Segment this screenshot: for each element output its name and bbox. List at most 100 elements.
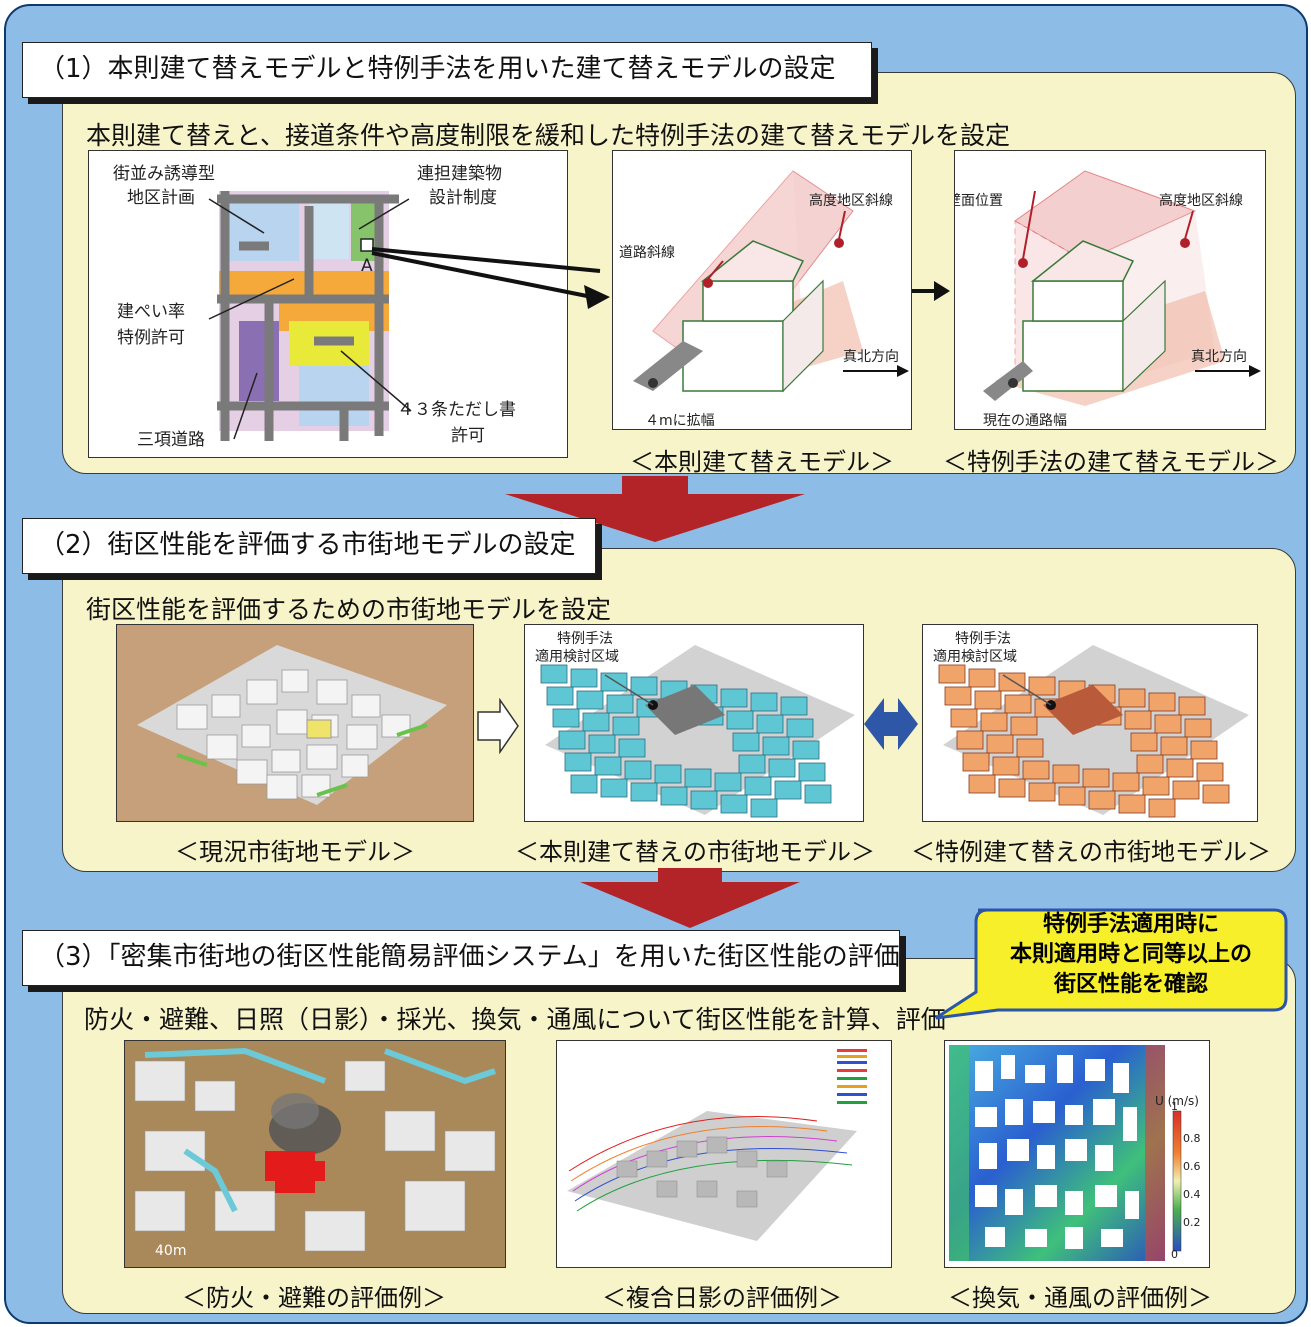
building-block: [1112, 772, 1140, 792]
section-transition-arrow-2: [580, 868, 800, 928]
fire-evaluation-svg: [134, 1047, 496, 1252]
building-block: [1022, 760, 1050, 780]
building-block: [1016, 738, 1044, 758]
building-block: [564, 752, 592, 772]
section3-subtitle: 防火・避難、日照（日影）・採光、換気・通風について街区性能を計算、評価: [84, 1005, 946, 1034]
label-tadashi-1: ４３条ただし書: [397, 400, 516, 420]
section3-header: （3）「密集市街地の街区性能簡易評価システム」を用いた街区性能の評価: [22, 930, 900, 986]
caption-wind: ＜換気・通風の評価例＞: [948, 1284, 1212, 1312]
building-block: [744, 776, 772, 796]
building-block: [968, 668, 996, 688]
building-block: [1028, 782, 1056, 802]
honsoku-city-model-image: 特例手法 適用検討区域: [524, 624, 864, 822]
colorbar-tick-06: 0.6: [1183, 1160, 1201, 1173]
building-block: [1082, 768, 1110, 788]
callout-bubble-svg: [935, 908, 1288, 1020]
building-block: [756, 714, 784, 734]
building-block: [570, 774, 598, 794]
callout-line-2: 本則適用時と同等以上の: [1009, 942, 1252, 967]
building-block: [944, 686, 972, 706]
colorbar-tick-08: 0.8: [1183, 1132, 1201, 1145]
building-block: [792, 740, 820, 760]
building-block: [986, 734, 1014, 754]
caption-tokurei-city: ＜特例建て替えの市街地モデル＞: [911, 838, 1271, 866]
building-block: [576, 690, 604, 710]
model-transition-arrow: [912, 281, 950, 301]
tokurei-model-drawing: 壁面位置 高度地区斜線 真北方向 現在の通路幅: [954, 150, 1266, 430]
callout-line-3: 街区性能を確認: [1053, 972, 1208, 997]
building-block: [962, 752, 990, 772]
building-block: [786, 718, 814, 738]
section1-header: （1）本則建て替えモデルと特例手法を用いた建て替えモデルの設定: [22, 42, 872, 98]
label-point-a: A: [361, 256, 373, 276]
caption-honsoku-city: ＜本則建て替えの市街地モデル＞: [515, 838, 875, 866]
building-block: [750, 798, 778, 818]
building-block: [684, 768, 712, 788]
section2-subtitle: 街区性能を評価するための市街地モデルを設定: [86, 595, 612, 624]
fire-evaluation-image: 40m: [124, 1040, 506, 1268]
building-block: [690, 790, 718, 810]
building-block: [630, 782, 658, 802]
tokurei-city-model-image: 特例手法 適用検討区域: [922, 624, 1258, 822]
building-block: [1118, 688, 1146, 708]
honsoku-model-drawing: 道路斜線 高度地区斜線 真北方向 ４mに拡幅: [612, 150, 912, 430]
building-block: [938, 664, 966, 684]
building-block: [1190, 740, 1218, 760]
building-block: [726, 710, 754, 730]
colorbar-title: U (m/s): [1155, 1094, 1199, 1108]
label-height-slope-2: 高度地区斜線: [1159, 193, 1243, 209]
site-plan-drawing: [208, 191, 412, 441]
building-block: [974, 690, 1002, 710]
caption-honsoku-model: ＜本則建て替えモデル＞: [630, 448, 894, 476]
label-kenpei-1: 建ぺい率: [117, 302, 185, 322]
label-rentan-2: 設計制度: [429, 188, 497, 208]
building-block: [546, 686, 574, 706]
building-block: [998, 672, 1026, 692]
building-block: [1142, 776, 1170, 796]
current-city-model-image: [116, 624, 474, 822]
building-block: [1004, 694, 1032, 714]
label-sankou: 三項道路: [137, 430, 205, 450]
callout-line-1: 特例手法適用時に: [1042, 912, 1219, 937]
label-machinami-1: 街並み誘導型: [113, 164, 215, 184]
building-block: [624, 760, 652, 780]
colorbar-tick-04: 0.4: [1183, 1188, 1201, 1201]
current-city-svg: [137, 645, 447, 805]
building-block: [1202, 784, 1230, 804]
building-block: [618, 738, 646, 758]
fire-scale-label: 40m: [155, 1243, 187, 1259]
building-block: [612, 716, 640, 736]
building-block: [1028, 676, 1056, 696]
building-block: [1178, 696, 1206, 716]
building-block: [600, 672, 628, 692]
label-tadashi-2: 許可: [451, 426, 485, 446]
building-block: [714, 772, 742, 792]
shadow-evaluation-image: [556, 1040, 892, 1268]
label-road-slope: 道路斜線: [619, 245, 675, 261]
honsoku-model-svg: [633, 170, 909, 393]
building-block: [630, 676, 658, 696]
building-block: [762, 736, 790, 756]
building-block: [1058, 786, 1086, 806]
section-transition-arrow-1: [505, 476, 805, 542]
label-widen: ４mに拡幅: [645, 413, 715, 429]
honsoku-area-label-2: 適用検討区域: [535, 649, 619, 665]
building-block: [1148, 798, 1176, 818]
label-north-1: 真北方向: [843, 349, 899, 365]
building-block: [588, 734, 616, 754]
building-block: [992, 756, 1020, 776]
building-block: [1136, 754, 1164, 774]
site-plan-map: 街並み誘導型 地区計画 連担建築物 設計制度 建ぺい率 特例許可 三項道路 ４３…: [88, 150, 568, 458]
label-height-slope-1: 高度地区斜線: [809, 193, 893, 209]
building-block: [804, 784, 832, 804]
building-block: [980, 712, 1008, 732]
building-block: [1196, 762, 1224, 782]
tokurei-city-svg: [938, 645, 1249, 818]
building-block: [720, 794, 748, 814]
shadow-evaluation-svg: [567, 1049, 867, 1241]
honsoku-city-svg: [540, 645, 855, 818]
label-machinami-2: 地区計画: [127, 188, 195, 208]
caption-current-model: ＜現況市街地モデル＞: [175, 838, 415, 866]
tokurei-area-label-1: 特例手法: [955, 631, 1011, 647]
label-north-2: 真北方向: [1191, 349, 1247, 365]
